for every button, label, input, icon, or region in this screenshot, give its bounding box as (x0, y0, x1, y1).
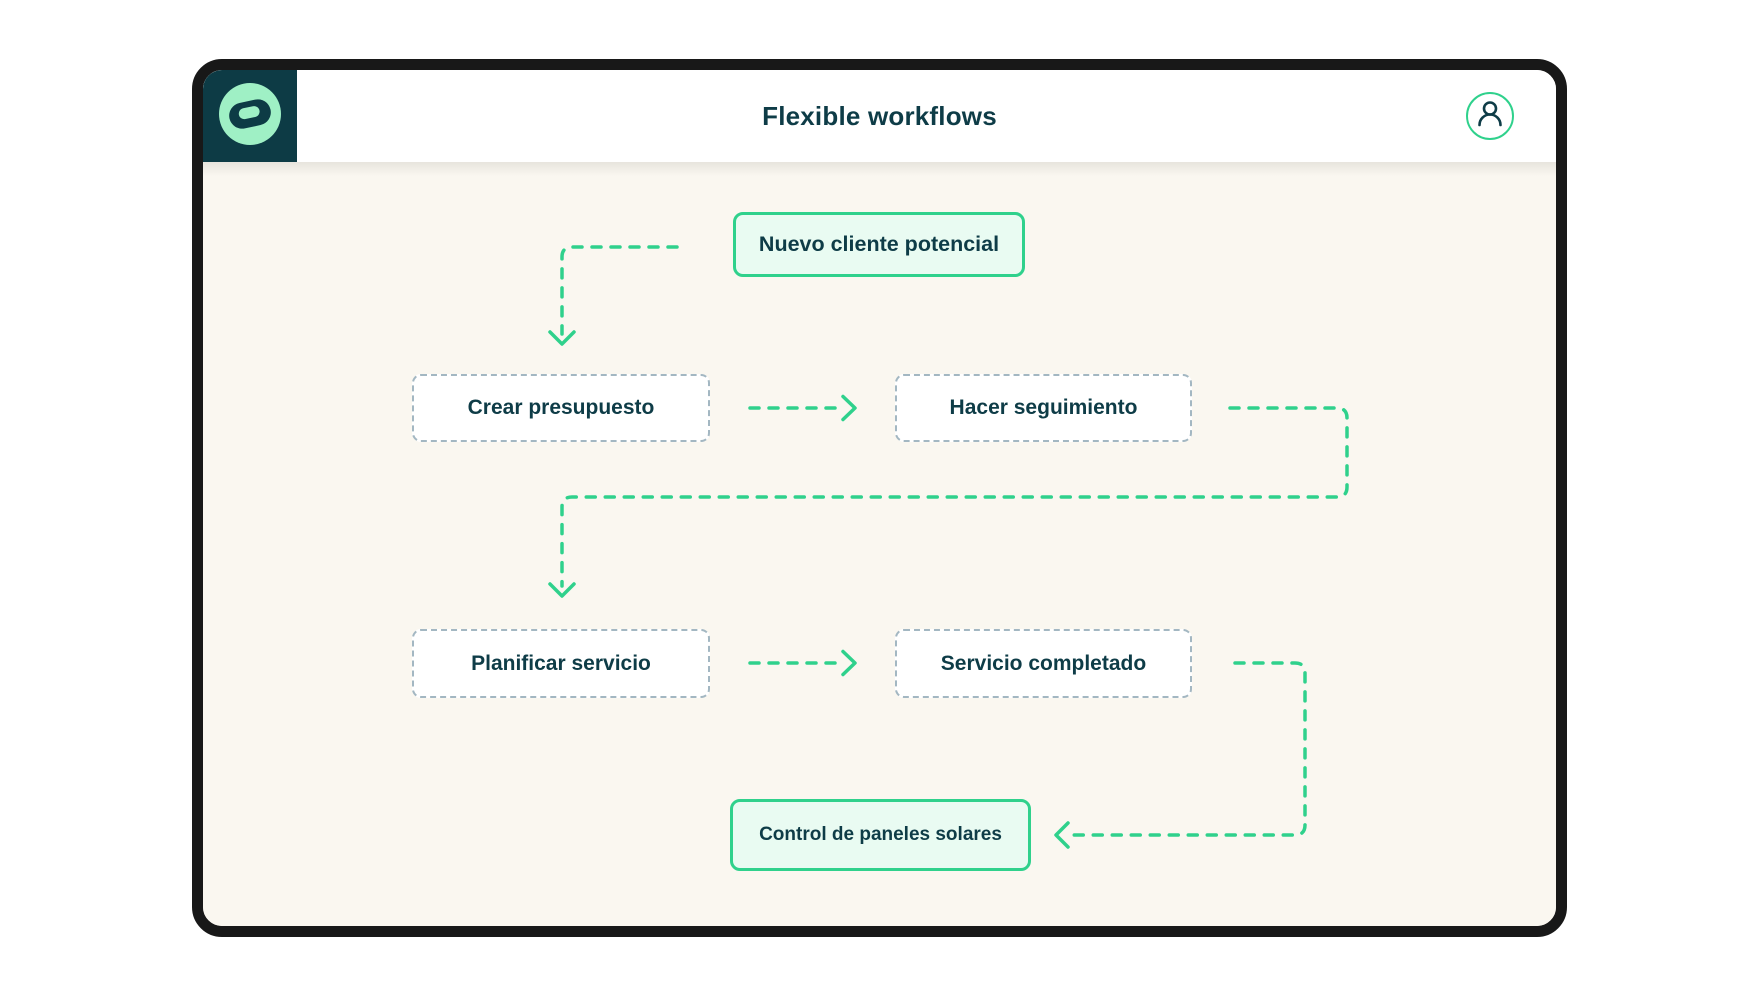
workflow-connectors (548, 245, 1349, 849)
brand-logo-button[interactable] (203, 70, 297, 162)
node-label: Crear presupuesto (467, 396, 655, 419)
arrowhead-down-crear (548, 330, 576, 346)
connector-servicio-to-control (1068, 661, 1307, 837)
workflow-node-nuevo-cliente-potencial[interactable]: Nuevo cliente potencial (733, 212, 1025, 277)
user-icon (1468, 92, 1512, 141)
user-avatar-button[interactable] (1466, 92, 1514, 140)
node-label: Nuevo cliente potencial (758, 232, 1000, 256)
arrowhead-down-planificar (548, 582, 576, 598)
arrowhead-left-control (1054, 821, 1070, 849)
workflow-node-crear-presupuesto[interactable]: Crear presupuesto (412, 374, 710, 442)
workflow-node-hacer-seguimiento[interactable]: Hacer seguimiento (895, 374, 1192, 442)
app-header: Flexible workflows (203, 70, 1556, 162)
connector-nuevo-to-crear (560, 245, 679, 336)
node-label: Control de paneles solares (759, 824, 1002, 845)
workflow-canvas: Nuevo cliente potencial Crear presupuest… (203, 162, 1556, 926)
workflow-node-control-paneles-solares[interactable]: Control de paneles solares (730, 799, 1031, 871)
page-title: Flexible workflows (762, 101, 997, 131)
arrowhead-right-hacer (841, 394, 857, 422)
brand-bean-icon (219, 82, 281, 150)
arrowhead-right-servicio (841, 649, 857, 677)
node-label: Servicio completado (940, 651, 1147, 675)
node-label: Planificar servicio (471, 651, 651, 675)
workflow-node-servicio-completado[interactable]: Servicio completado (895, 629, 1192, 698)
workflow-node-planificar-servicio[interactable]: Planificar servicio (412, 629, 710, 698)
connector-hacer-to-planificar (560, 406, 1349, 588)
node-label: Hacer seguimiento (949, 396, 1138, 419)
app-window: Flexible workflows (192, 59, 1567, 937)
